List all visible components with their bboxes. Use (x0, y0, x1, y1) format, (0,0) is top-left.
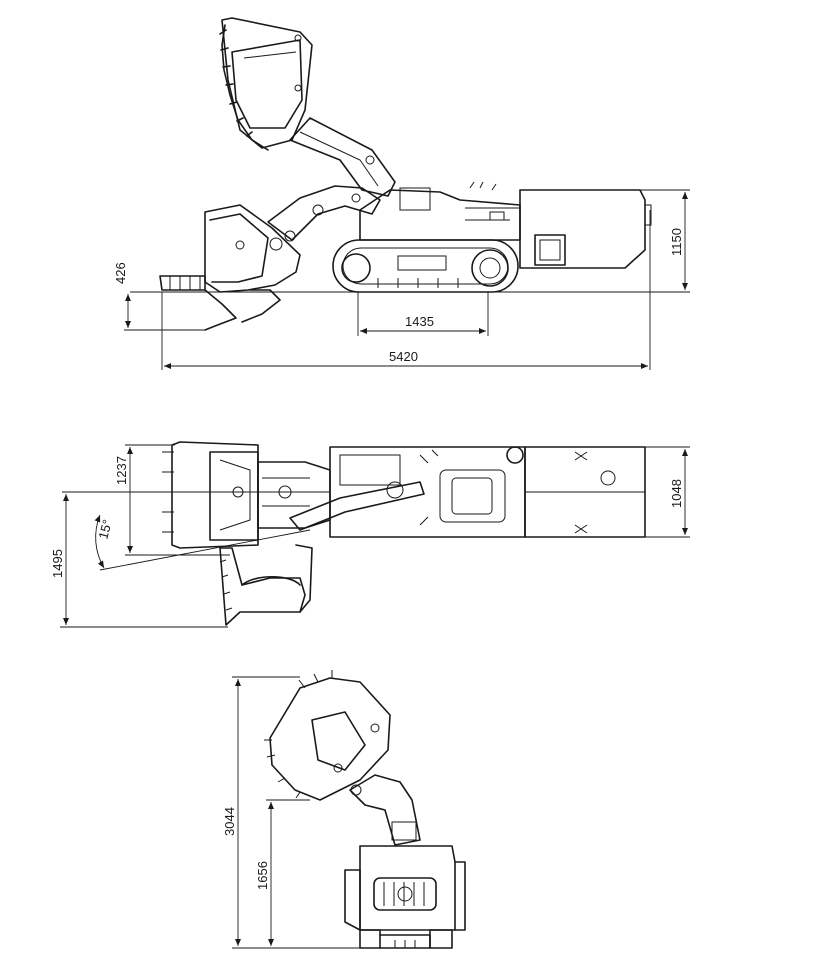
upper-structure (359, 181, 521, 241)
front-arm (349, 774, 421, 846)
engine-box (519, 189, 652, 269)
dim-label-arm-height: 1656 (255, 861, 270, 890)
front-body (344, 845, 466, 931)
top-view: 1237 1048 15° 1495 (50, 441, 690, 628)
top-bucket (162, 441, 259, 549)
dim-label-dig-depth: 426 (113, 262, 128, 284)
dim-label-arm-width: 1237 (114, 456, 129, 485)
dim-label-height: 1150 (669, 228, 684, 256)
swing-angle-label: 15° (95, 518, 115, 541)
raised-boom (289, 117, 396, 197)
dim-label-track-length: 1435 (405, 314, 434, 329)
track-chassis (332, 239, 519, 293)
front-cutter-head (264, 670, 391, 801)
top-body (329, 446, 526, 538)
lowered-boom (267, 185, 381, 242)
swing-angle-arc (94, 514, 105, 569)
front-tracks (359, 929, 453, 949)
dim-label-body-width: 1048 (669, 479, 684, 508)
raised-bucket (219, 17, 313, 151)
dim-label-max-height: 3044 (222, 807, 237, 836)
swing-line (99, 529, 311, 571)
top-swung-bucket (219, 544, 313, 626)
top-arm (257, 461, 425, 531)
dim-label-swing-reach: 1495 (50, 549, 65, 578)
side-view: 1150 426 1435 5420 (113, 17, 690, 370)
front-view: 3044 1656 (222, 670, 466, 949)
lowered-bucket (159, 204, 301, 331)
dim-label-overall-length: 5420 (389, 349, 418, 364)
top-engine (524, 446, 646, 538)
